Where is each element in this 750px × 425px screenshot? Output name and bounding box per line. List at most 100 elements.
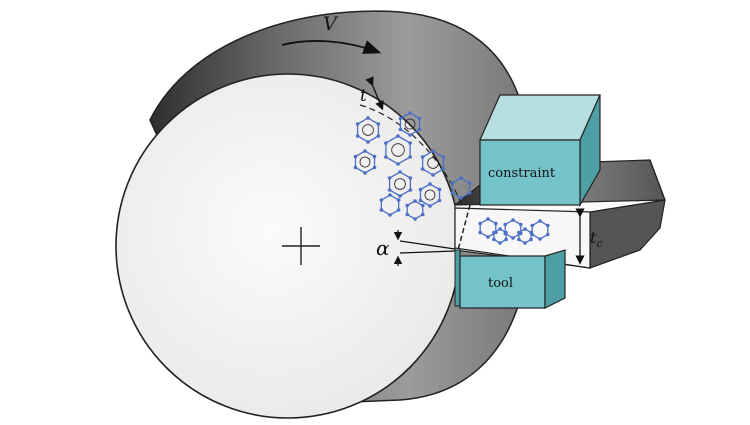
- molecule-atom: [413, 199, 417, 203]
- molecule-atom: [408, 133, 412, 137]
- molecule-atom: [376, 134, 381, 138]
- molecule-atom: [431, 149, 435, 153]
- molecule-atom: [545, 223, 550, 228]
- molecule-core: [359, 156, 371, 168]
- molecule-atom: [498, 227, 502, 231]
- molecule-atom: [523, 227, 527, 231]
- molecule-atom: [459, 196, 463, 200]
- uncut-thickness-label: t: [360, 86, 367, 106]
- molecule-atom: [408, 111, 412, 115]
- molecule-atom: [398, 170, 402, 174]
- molecule-atom: [538, 219, 542, 223]
- molecule-atom: [408, 141, 412, 145]
- molecule-atom: [420, 212, 425, 217]
- molecule-atom: [388, 213, 392, 217]
- molecule-atom: [437, 198, 442, 203]
- molecule-atom: [478, 221, 483, 226]
- molecule-atom: [405, 212, 410, 217]
- molecule-core: [427, 157, 439, 169]
- molecule-atom: [353, 154, 358, 159]
- molecule-atom: [398, 194, 402, 198]
- molecule-atom: [450, 191, 455, 195]
- molecule-atom: [398, 116, 403, 121]
- molecule-atom: [467, 181, 472, 185]
- molecule-atom: [413, 217, 417, 221]
- chip-thickness-label: tc: [590, 228, 603, 250]
- molecule-atom: [441, 167, 446, 171]
- rake-angle-marker: [393, 230, 456, 266]
- molecule-atom: [498, 241, 502, 245]
- molecule-atom: [511, 236, 515, 240]
- molecule-atom: [379, 208, 384, 212]
- molecule-atom: [517, 230, 521, 235]
- molecule-atom: [486, 217, 490, 221]
- molecule-atom: [405, 203, 410, 208]
- molecule-atom: [518, 222, 523, 227]
- molecule-atom: [441, 155, 446, 159]
- uncut-layer-boundary: [359, 104, 463, 206]
- molecule-core: [391, 143, 405, 157]
- molecule-atom: [529, 230, 533, 235]
- molecule-atom: [388, 193, 392, 197]
- molecule-core: [362, 124, 374, 136]
- tool-label: tool: [488, 276, 513, 291]
- molecule-atom: [363, 171, 367, 175]
- molecule-atom: [503, 222, 508, 227]
- molecule-atom: [384, 155, 388, 159]
- molecule-core: [424, 189, 436, 201]
- molecule-atom: [467, 191, 472, 195]
- molecule-atom: [511, 218, 515, 222]
- velocity-label: V: [323, 13, 339, 35]
- molecule-atom: [420, 155, 425, 159]
- molecule-atom: [408, 155, 412, 159]
- molecule-atom: [504, 230, 508, 235]
- molecule-atom: [492, 230, 496, 235]
- molecule-atom: [355, 122, 360, 126]
- molecule-atom: [376, 122, 381, 126]
- molecule-atom: [363, 149, 367, 153]
- molecule-atom: [493, 221, 498, 226]
- chip-thickness-base: t: [590, 228, 597, 247]
- molecule-atom: [396, 134, 400, 138]
- molecule-structures: [353, 111, 550, 245]
- molecule-atom: [379, 198, 384, 202]
- molecule-atom: [366, 140, 370, 144]
- molecule-atom: [545, 232, 550, 237]
- molecule-atom: [353, 165, 358, 170]
- constraint-block: [479, 94, 601, 208]
- molecule-atom: [372, 154, 377, 159]
- molecule-atom: [517, 237, 521, 242]
- molecule-atom: [355, 134, 360, 138]
- molecule-atom: [529, 237, 533, 242]
- molecule-atom: [478, 230, 483, 235]
- molecule-atom: [384, 141, 388, 145]
- molecule-atom: [450, 181, 455, 185]
- constraint-label: constraint: [488, 166, 556, 181]
- molecule-core: [404, 118, 416, 130]
- molecule-atom: [418, 187, 423, 192]
- molecule-atom: [372, 165, 377, 170]
- molecule-atom: [387, 188, 392, 192]
- molecule-atom: [420, 203, 425, 208]
- molecule-atom: [492, 237, 496, 242]
- molecule-atom: [396, 198, 401, 202]
- molecule-core: [394, 178, 406, 190]
- molecule-atom: [431, 173, 435, 177]
- molecule-atom: [396, 208, 401, 212]
- molecule-atom: [408, 176, 413, 180]
- molecule-atom: [504, 237, 508, 242]
- molecule-atom: [418, 198, 423, 203]
- molecule-atom: [387, 176, 392, 180]
- molecule-atom: [417, 127, 422, 132]
- molecule-atom: [459, 176, 463, 180]
- velocity-arrow: [281, 40, 382, 54]
- molecule-atom: [486, 235, 490, 239]
- molecule-atom: [523, 241, 527, 245]
- rake-angle-label: α: [376, 236, 390, 260]
- molecule-atom: [530, 223, 535, 228]
- molecule-atom: [408, 188, 413, 192]
- uncut-thickness-arrow: [365, 76, 384, 111]
- molecule-atom: [417, 116, 422, 121]
- molecule-atom: [398, 127, 403, 132]
